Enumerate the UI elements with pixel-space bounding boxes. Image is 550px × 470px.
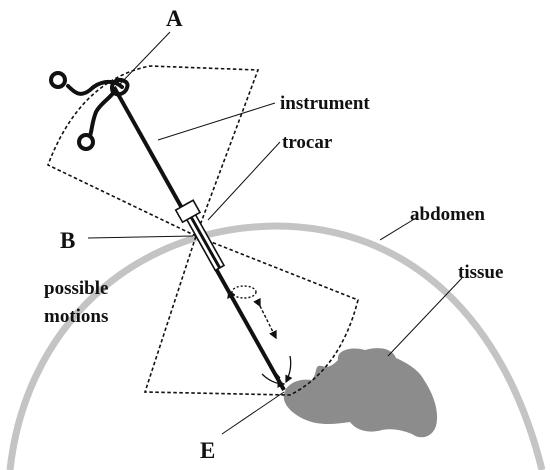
abdomen-wall — [6, 222, 546, 470]
label-instrument: instrument — [280, 93, 370, 114]
label-abdomen: abdomen — [410, 204, 485, 225]
leader-point-e — [221, 391, 285, 435]
rotation-arrow-icon — [227, 285, 257, 300]
tissue-region — [283, 348, 438, 438]
trocar — [174, 199, 226, 272]
leader-tissue — [387, 277, 463, 357]
leader-point-b — [87, 235, 194, 239]
leader-trocar — [207, 141, 281, 221]
upper-motion-sector — [46, 65, 260, 238]
leader-point-a — [119, 31, 171, 85]
label-possible: possible — [44, 278, 108, 299]
label-tissue: tissue — [458, 262, 503, 283]
lower-motion-sector — [143, 234, 359, 396]
leader-instrument — [157, 102, 276, 141]
scissor-handle-icon — [49, 71, 130, 151]
double-headed-arrow-icon — [253, 297, 277, 340]
label-motions: motions — [44, 306, 108, 327]
label-point-a: A — [166, 6, 183, 31]
label-trocar: trocar — [282, 132, 333, 153]
leader-abdomen — [379, 217, 417, 241]
tip-motion-arrows-icon — [261, 355, 293, 388]
label-point-b: B — [60, 228, 75, 253]
label-point-e: E — [200, 438, 215, 463]
